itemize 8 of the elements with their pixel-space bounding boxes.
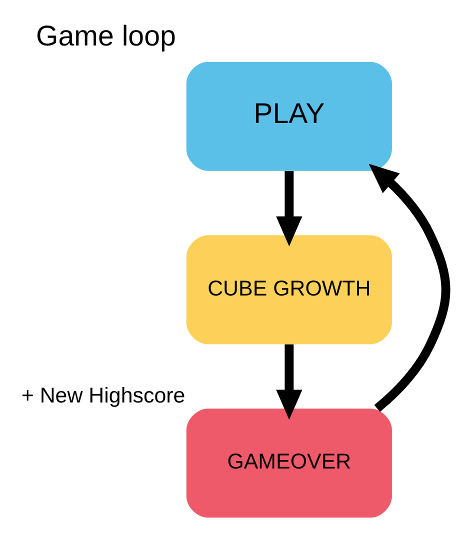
- node-box: GAMEOVER: [186, 408, 392, 518]
- node-label: + New Highscore: [21, 384, 186, 408]
- node-box: PLAY: [186, 62, 392, 171]
- arrow: [276, 344, 302, 420]
- arrow: [276, 170, 302, 246]
- arrow: [368, 164, 450, 412]
- node-box: CUBE GROWTH: [186, 235, 392, 344]
- diagram-title: Game loop: [36, 20, 176, 52]
